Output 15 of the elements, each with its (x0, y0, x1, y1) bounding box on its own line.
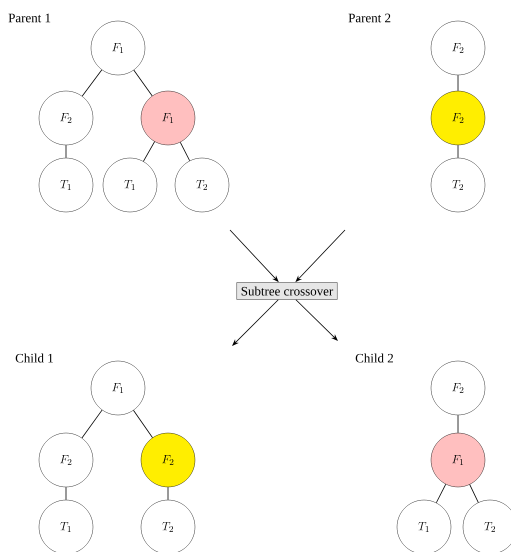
tree-edge (180, 142, 190, 162)
tree-label: Parent 2 (348, 14, 390, 22)
tree-edge (469, 484, 479, 503)
tree-edge (82, 410, 102, 438)
tree-label: Child 1 (16, 353, 53, 363)
arrow (232, 299, 279, 346)
tree-label: Child 2 (356, 353, 393, 363)
tree-edge (82, 69, 102, 97)
arrow (296, 299, 338, 341)
process-box: Subtree crossover (236, 282, 338, 300)
tree-edge (133, 70, 153, 96)
tree-edge (143, 141, 155, 162)
tree-edge (133, 410, 153, 438)
tree-label: Parent 1 (8, 14, 50, 22)
tree-edge (436, 484, 446, 504)
